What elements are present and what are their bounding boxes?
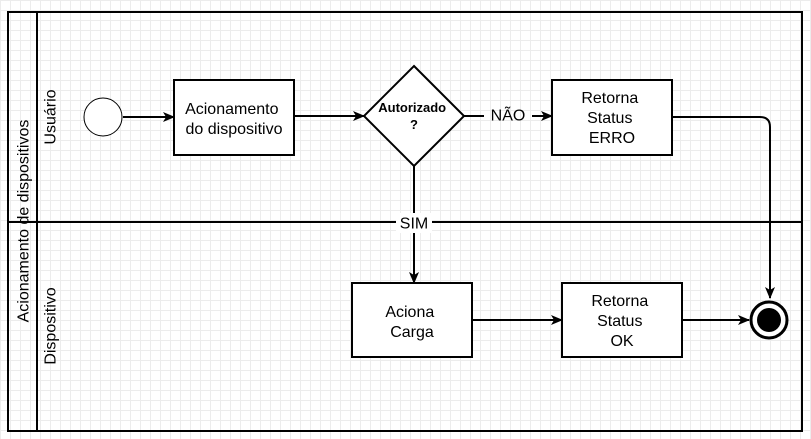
- node-load: [351, 282, 473, 358]
- node-decision-line-2: ?: [410, 117, 418, 132]
- node-error-line-1: Retorna: [581, 90, 638, 107]
- node-error: [551, 79, 673, 156]
- node-activate-line-2: do dispositivo: [186, 121, 283, 138]
- node-load-line-2: Carga: [390, 324, 434, 341]
- edge-error-to-end: [672, 116, 775, 299]
- start-node: [83, 97, 123, 137]
- node-ok-line-2: Status: [597, 313, 642, 330]
- end-node: [749, 300, 789, 340]
- node-error-label: Retorna Status ERRO: [581, 90, 642, 147]
- node-decision-line-1: Autorizado: [378, 100, 446, 115]
- edge-label-no: NÃO: [491, 105, 526, 125]
- node-error-line-3: ERRO: [589, 130, 635, 147]
- node-activate: [173, 79, 295, 156]
- end-node-inner: [757, 308, 781, 332]
- node-activate-line-1: Acionamento: [185, 101, 278, 118]
- node-decision: [362, 64, 466, 168]
- node-activate-label: Acionamento do dispositivo: [185, 101, 283, 138]
- node-ok-line-3: OK: [610, 333, 633, 350]
- node-load-line-1: Aciona: [385, 304, 434, 321]
- pool-title: Acionamento de dispositivos: [16, 120, 33, 323]
- edge-label-yes: SIM: [400, 216, 428, 233]
- node-load-label: Aciona Carga: [385, 304, 438, 341]
- node-decision-label: Autorizado ?: [378, 100, 450, 132]
- yes-label-bg: [396, 213, 432, 233]
- node-ok-label: Retorna Status OK: [591, 293, 652, 350]
- swimlane-pool: Acionamento de dispositivos Usuário Disp…: [7, 11, 803, 432]
- lane-label-device: Dispositivo: [43, 287, 60, 364]
- node-error-line-2: Status: [587, 110, 632, 127]
- lane-label-user: Usuário: [43, 89, 60, 144]
- node-ok-line-1: Retorna: [591, 293, 648, 310]
- node-ok: [561, 282, 683, 358]
